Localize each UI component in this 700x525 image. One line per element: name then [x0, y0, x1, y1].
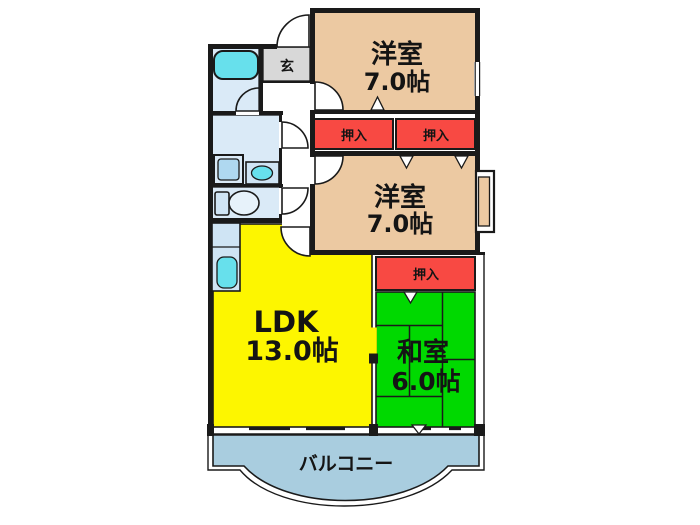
bathtub [213, 50, 259, 80]
japanese-size-label: 6.0帖 [391, 367, 460, 396]
wall-stub [369, 353, 378, 364]
tatami-mat-lines [376, 292, 475, 427]
closet3-label: 押入 [413, 267, 439, 283]
room-labels: 洋室 7.0帖 洋室 7.0帖 LDK 13.0帖 和室 6.0帖 押入 押入 … [245, 39, 460, 475]
window-western1-right [474, 62, 481, 96]
western1-size-label: 7.0帖 [364, 68, 431, 96]
genkan-label: 玄 [280, 58, 294, 75]
ldk-size-label: 13.0帖 [245, 336, 339, 367]
door-arcs [235, 14, 344, 257]
balcony-label: バルコニー [299, 453, 394, 475]
bathroom-door-arc [235, 87, 260, 112]
western1-name-label: 洋室 [371, 39, 423, 70]
entrance-door-arc [276, 14, 310, 48]
western2-name-label: 洋室 [374, 182, 426, 213]
western1-door-arc [314, 81, 344, 111]
sliding-door-markers [369, 95, 470, 436]
closet-3 [375, 256, 476, 291]
western2-door-arc [314, 155, 344, 185]
toilet-door-arc [281, 187, 309, 215]
closet2-label: 押入 [423, 128, 449, 144]
ldk-japanese-doorway [370, 327, 377, 354]
balcony-floor [212, 434, 480, 502]
ldk-door-arc [280, 226, 311, 257]
western2-size-label: 7.0帖 [367, 210, 434, 238]
balcony-outer-outline [207, 435, 485, 507]
washing-machine [213, 154, 244, 185]
balcony [207, 434, 485, 507]
ldk-name-label: LDK [253, 305, 320, 339]
washroom-door-arc [281, 121, 309, 149]
closet1-label: 押入 [341, 128, 367, 144]
closet-2 [395, 118, 476, 150]
vanity-sink [245, 161, 280, 185]
japanese-name-label: 和室 [397, 337, 449, 368]
toilet-fixture [214, 190, 260, 216]
kitchen-counter [211, 222, 241, 292]
hallway-corner [263, 85, 310, 113]
kitchen-sink [216, 256, 238, 289]
balcony-window-band [207, 424, 485, 436]
walls [208, 8, 485, 426]
bay-window [474, 169, 496, 234]
door-openings [236, 84, 315, 227]
